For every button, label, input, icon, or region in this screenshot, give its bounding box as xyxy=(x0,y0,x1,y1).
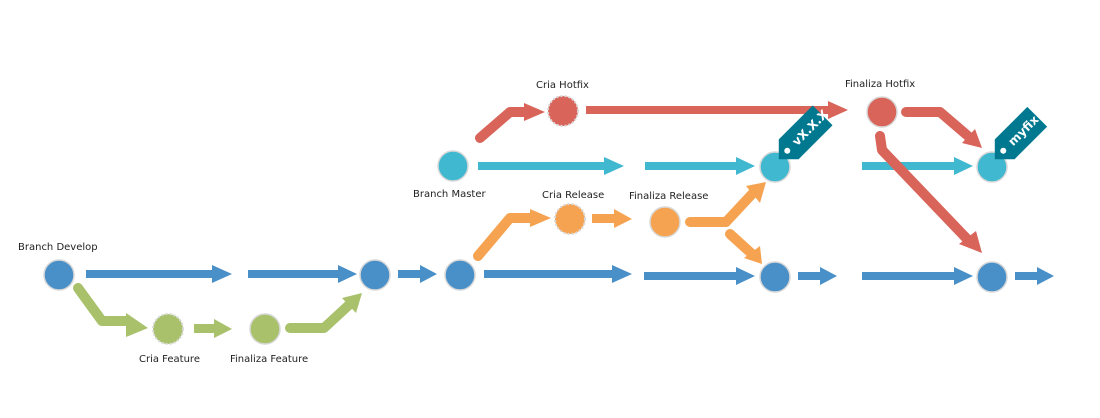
develop-arrow xyxy=(484,265,632,283)
master-node xyxy=(759,151,791,183)
release-arrow xyxy=(592,209,632,228)
develop-arrows xyxy=(86,265,1054,285)
develop-arrow xyxy=(1015,267,1054,285)
label-cria-release: Cria Release xyxy=(542,190,604,201)
release-arrow xyxy=(685,187,759,227)
release-node xyxy=(554,203,586,235)
master-node xyxy=(437,150,469,182)
hotfix-arrowhead xyxy=(959,231,982,253)
develop-arrow xyxy=(862,267,973,285)
release-arrows xyxy=(473,182,766,264)
tag-shape xyxy=(994,106,1048,160)
feature-arrow xyxy=(73,283,133,326)
feature-node xyxy=(152,313,184,345)
tag-shape xyxy=(778,105,833,160)
develop-arrow xyxy=(644,267,755,285)
develop-node xyxy=(759,261,791,293)
label-finaliza-release: Finaliza Release xyxy=(629,191,708,202)
develop-node xyxy=(444,259,476,291)
develop-arrow xyxy=(248,265,357,283)
release-arrowhead xyxy=(744,246,762,264)
release-arrow xyxy=(473,213,537,261)
feature-arrowhead xyxy=(342,293,362,313)
hotfix-arrows xyxy=(475,101,982,253)
label-cria-feature: Cria Feature xyxy=(139,354,200,365)
hotfix-arrow xyxy=(586,101,848,119)
hotfix-arrowhead xyxy=(962,129,982,148)
develop-arrow xyxy=(398,265,437,283)
hotfix-arrow xyxy=(475,107,531,143)
tag-hole xyxy=(1000,147,1007,154)
hotfix-node xyxy=(866,96,898,128)
master-arrow xyxy=(862,157,973,175)
hotfix-arrow xyxy=(901,107,973,141)
hotfix-node xyxy=(547,95,579,127)
label-branch-master: Branch Master xyxy=(413,189,486,200)
master-arrow xyxy=(478,157,624,175)
develop-arrow xyxy=(86,265,232,283)
hotfix-arrowhead xyxy=(524,103,545,121)
release-arrowhead xyxy=(530,209,551,227)
hotfix-arrow xyxy=(875,131,973,245)
label-branch-develop: Branch Develop xyxy=(18,242,98,253)
release-node xyxy=(649,206,681,238)
develop-node xyxy=(43,259,75,291)
tag-hole xyxy=(784,147,791,154)
develop-node xyxy=(359,259,391,291)
feature-arrow xyxy=(285,299,355,333)
nodes xyxy=(43,95,1008,345)
feature-arrow xyxy=(194,319,232,338)
label-finaliza-feature: Finaliza Feature xyxy=(230,354,308,365)
develop-arrow xyxy=(798,267,837,285)
master-arrows xyxy=(478,157,973,175)
master-node xyxy=(976,151,1008,183)
release-arrow xyxy=(725,229,757,259)
feature-node xyxy=(249,313,281,345)
master-arrow xyxy=(645,157,755,175)
feature-arrowhead xyxy=(126,313,148,337)
labels: Branch Develop Cria Feature Finaliza Fea… xyxy=(18,79,915,365)
label-finaliza-hotfix: Finaliza Hotfix xyxy=(845,79,915,90)
develop-node xyxy=(976,261,1008,293)
feature-arrows xyxy=(73,283,362,338)
label-cria-hotfix: Cria Hotfix xyxy=(536,80,589,91)
release-arrowhead xyxy=(746,182,766,203)
